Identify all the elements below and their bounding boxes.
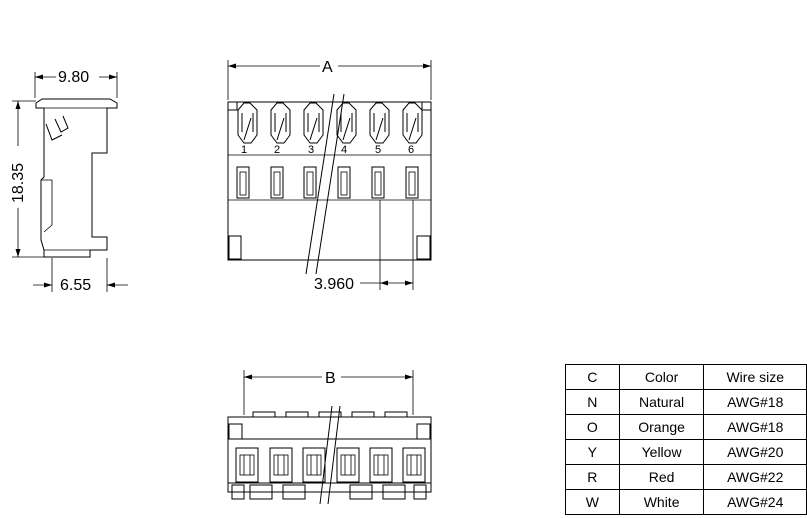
- cell-code: Y: [565, 439, 620, 465]
- pin-number: 5: [375, 144, 381, 156]
- table-row: Y Yellow AWG#20: [565, 439, 807, 465]
- cell-wire-size: AWG#18: [703, 389, 807, 415]
- table-header-row: C Color Wire size: [565, 364, 807, 390]
- side-height-label: 18.35: [10, 163, 27, 203]
- cell-color: White: [618, 489, 705, 515]
- wire-spec-table: C Color Wire size N Natural AWG#18 O Ora…: [565, 364, 807, 515]
- header-color: Color: [618, 364, 705, 390]
- cell-code: W: [565, 489, 620, 515]
- table-row: O Orange AWG#18: [565, 414, 807, 440]
- cell-color: Orange: [618, 414, 705, 440]
- side-view: 9.80 18.35 6.55: [10, 69, 128, 294]
- side-width-top-label: 9.80: [58, 69, 89, 86]
- cell-wire-size: AWG#22: [703, 464, 807, 490]
- window-group: [236, 166, 419, 199]
- bottom-dim-b-label: B: [325, 370, 336, 387]
- table-row: N Natural AWG#18: [565, 389, 807, 415]
- front-dim-a-label: A: [322, 59, 333, 76]
- cell-wire-size: AWG#24: [703, 489, 807, 515]
- pin-number: 3: [308, 144, 314, 156]
- contact-group: [237, 102, 423, 144]
- header-code: C: [565, 364, 620, 390]
- header-wire-size: Wire size: [703, 364, 807, 390]
- pin-number: 6: [408, 144, 414, 156]
- table-row: R Red AWG#22: [565, 464, 807, 490]
- pin-number: 1: [241, 144, 247, 156]
- side-width-bottom-label: 6.55: [60, 277, 91, 294]
- cell-color: Natural: [618, 389, 705, 415]
- cell-code: N: [565, 389, 620, 415]
- cell-wire-size: AWG#18: [703, 414, 807, 440]
- pin-number: 4: [341, 144, 347, 156]
- cell-code: R: [565, 464, 620, 490]
- bottom-view: B: [227, 370, 432, 505]
- bottom-cell-group: [235, 447, 426, 483]
- cell-color: Red: [618, 464, 705, 490]
- cell-wire-size: AWG#20: [703, 439, 807, 465]
- table-row: W White AWG#24: [565, 489, 807, 515]
- pin-number: 2: [274, 144, 280, 156]
- cell-color: Yellow: [618, 439, 705, 465]
- front-view: A 1 2 3 4 5 6: [227, 59, 432, 293]
- pitch-label: 3.960: [314, 276, 354, 293]
- cell-code: O: [565, 414, 620, 440]
